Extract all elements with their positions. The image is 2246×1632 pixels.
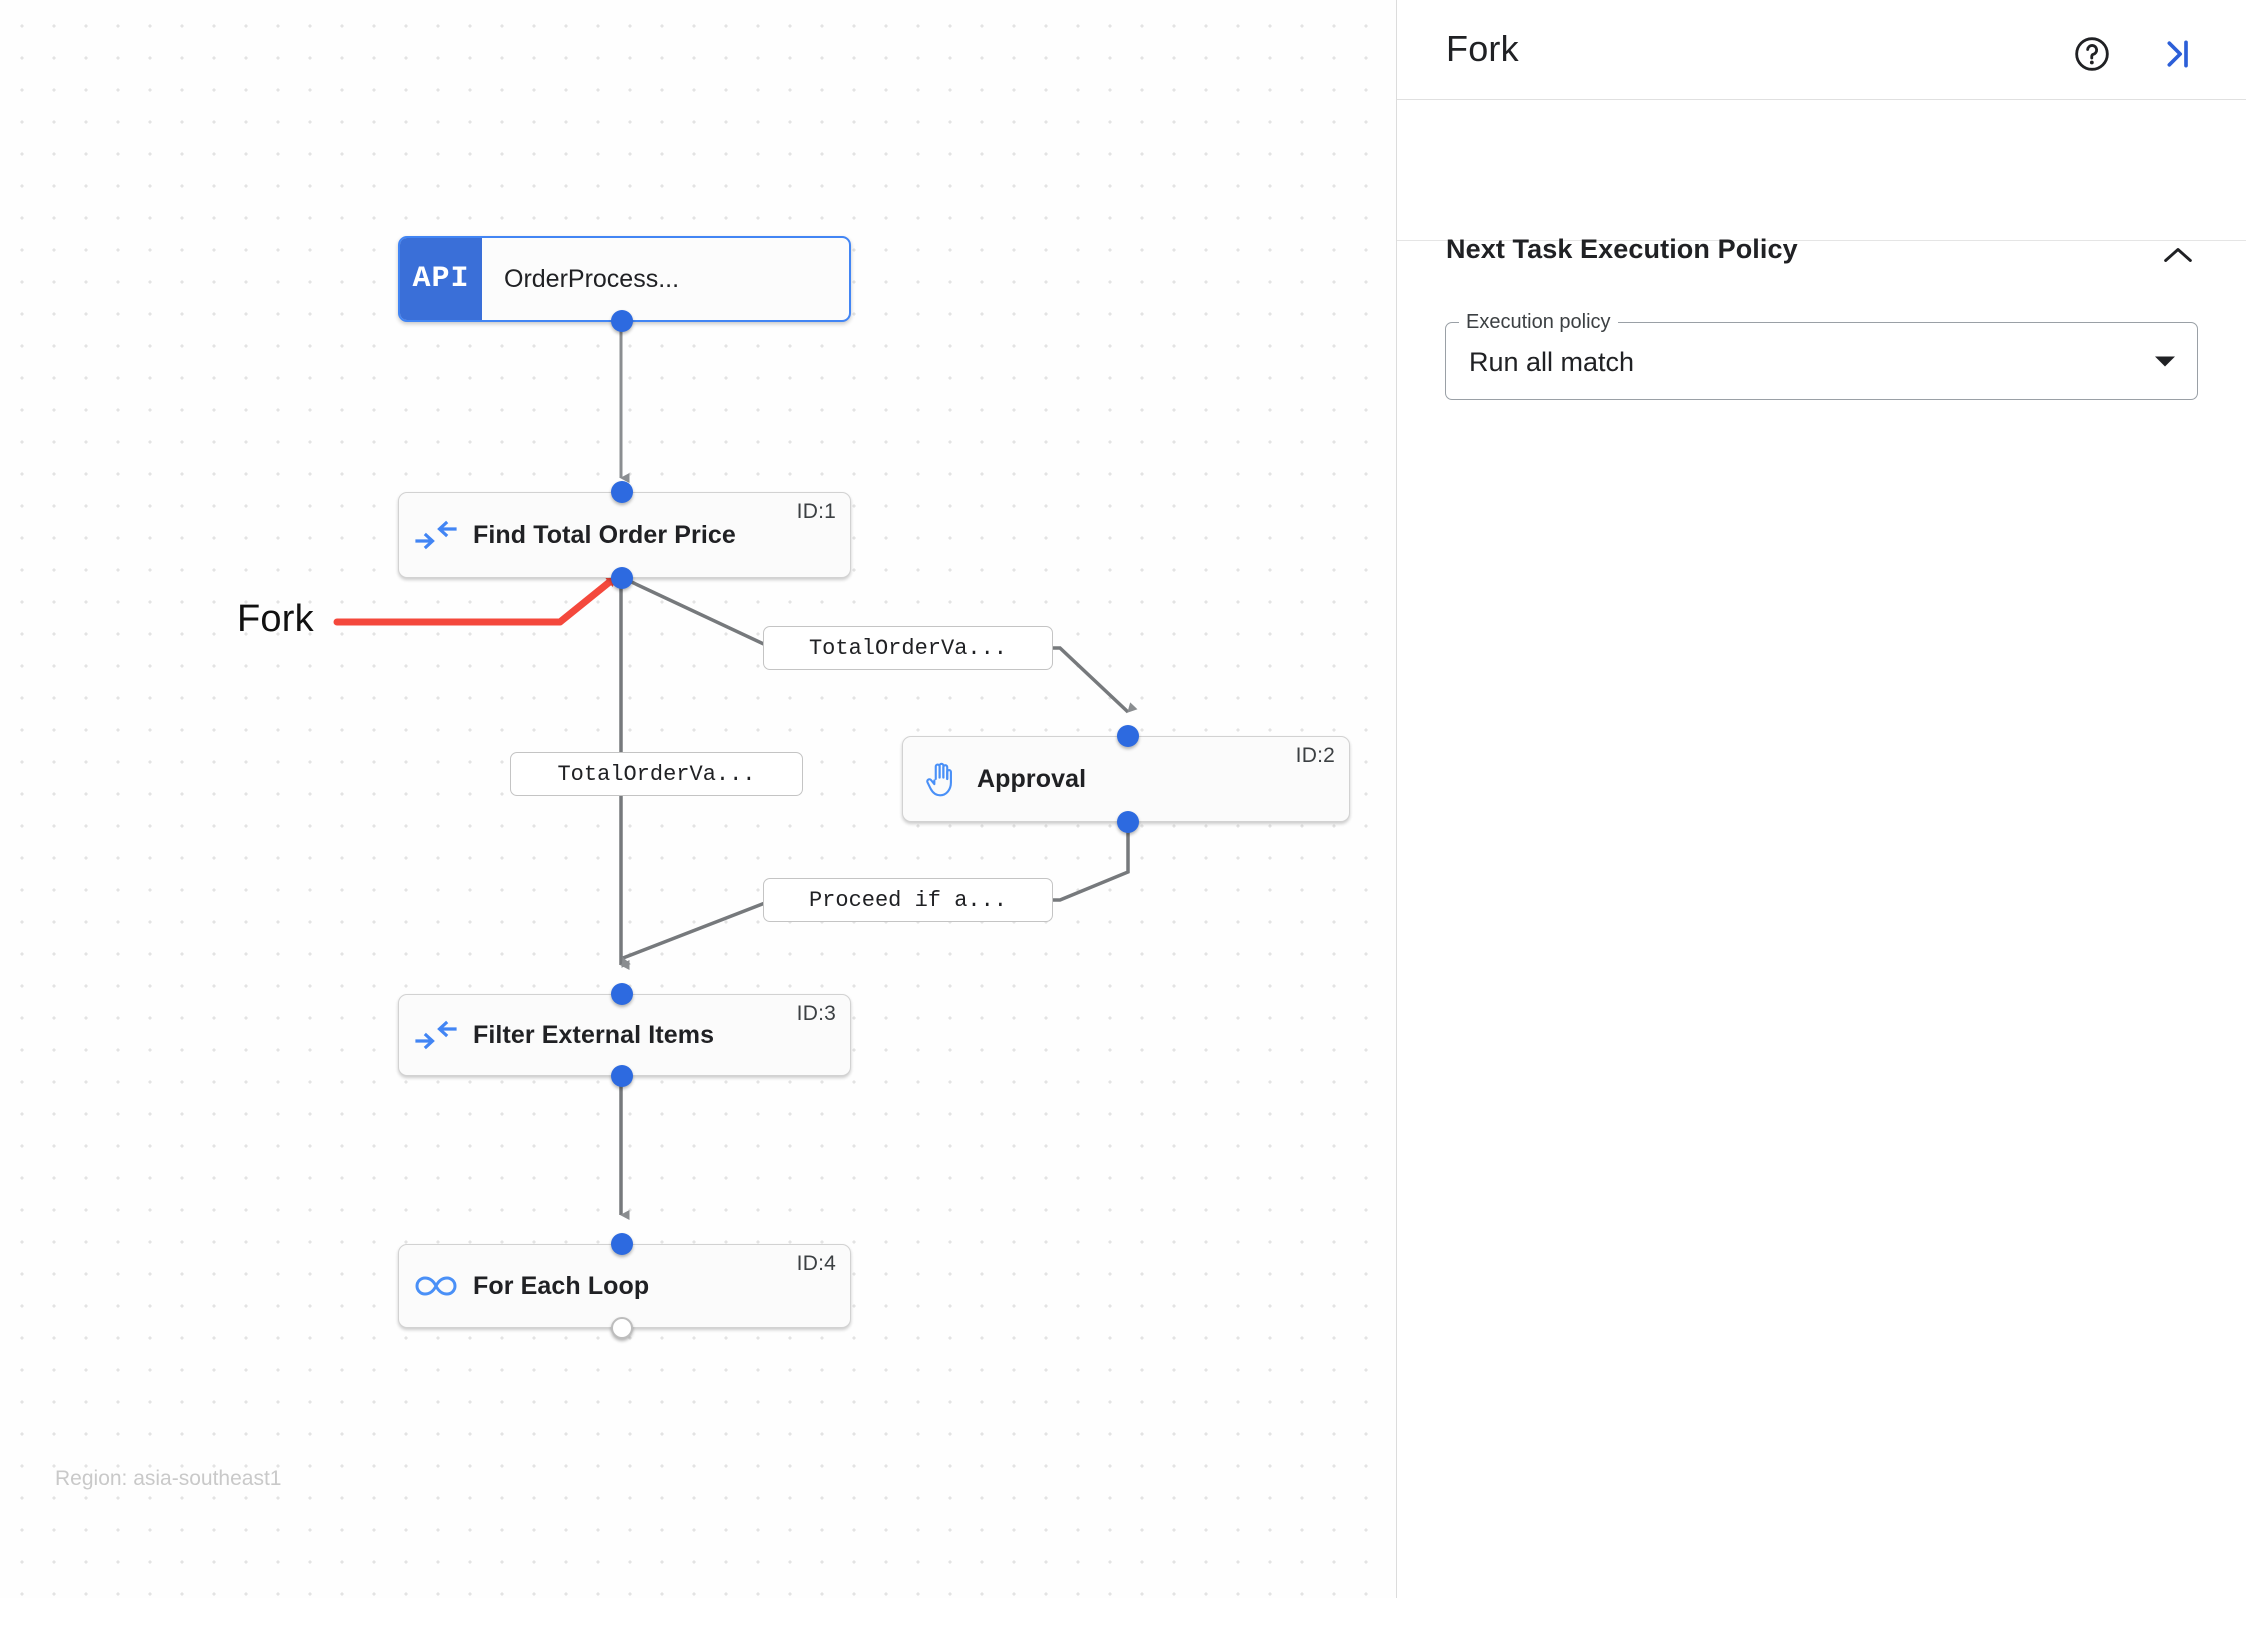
port-task4-output[interactable] xyxy=(611,1317,633,1339)
details-panel: Fork Next Task Execution Policy xyxy=(1397,0,2246,1632)
edge-label-proceed[interactable]: Proceed if a... xyxy=(763,878,1053,922)
canvas-panel-divider xyxy=(1396,0,1397,1598)
node-filter-external-items[interactable]: ID:3 Filter External Items xyxy=(398,994,851,1076)
execution-policy-value: Run all match xyxy=(1469,347,1635,377)
node-title: Approval xyxy=(977,764,1087,793)
port-task4-input[interactable] xyxy=(611,1233,633,1255)
port-task1-input[interactable] xyxy=(611,481,633,503)
workflow-canvas[interactable]: API OrderProcess... ID:1 Find Total Orde… xyxy=(0,0,1396,1598)
api-badge-icon: API xyxy=(400,238,482,320)
execution-policy-label-notch: Execution policy xyxy=(1459,312,1618,332)
panel-title: Fork xyxy=(1446,28,1519,69)
port-task3-input[interactable] xyxy=(611,983,633,1005)
next-task-execution-policy-section: Next Task Execution Policy Execution pol… xyxy=(1397,100,2246,400)
canvas-bottom-strip xyxy=(0,1598,1396,1632)
node-find-total-order-price[interactable]: ID:1 Find Total Order Price xyxy=(398,492,851,578)
execution-policy-select[interactable] xyxy=(1445,322,2198,400)
node-title: Filter External Items xyxy=(473,1020,715,1049)
edge-label-fork-right[interactable]: TotalOrderVa... xyxy=(763,626,1053,670)
port-task1-output-fork[interactable] xyxy=(611,567,633,589)
node-id-label: ID:4 xyxy=(796,1252,836,1275)
region-label: Region: asia-southeast1 xyxy=(55,1467,282,1490)
infinity-loop-icon xyxy=(399,1245,473,1327)
port-approval-input[interactable] xyxy=(1117,725,1139,747)
node-id-label: ID:3 xyxy=(796,1002,836,1025)
triangle-down-icon[interactable] xyxy=(2152,348,2178,374)
node-api-title: OrderProcess... xyxy=(504,264,680,293)
node-approval[interactable]: ID:2 Approval xyxy=(902,736,1350,822)
collapse-panel-icon[interactable] xyxy=(2154,32,2198,76)
port-approval-output[interactable] xyxy=(1117,811,1139,833)
panel-header: Fork xyxy=(1397,0,2246,100)
node-id-label: ID:1 xyxy=(796,500,836,523)
port-api-output[interactable] xyxy=(611,310,633,332)
node-title: For Each Loop xyxy=(473,1271,650,1300)
policy-section-title: Next Task Execution Policy xyxy=(1446,234,1798,264)
fork-annotation-label: Fork xyxy=(237,598,314,640)
chevron-up-icon[interactable] xyxy=(2158,240,2198,270)
node-api[interactable]: API OrderProcess... xyxy=(398,236,851,322)
node-title: Find Total Order Price xyxy=(473,520,736,549)
converging-arrows-icon xyxy=(399,493,473,577)
help-circle-icon[interactable] xyxy=(2070,32,2114,76)
edge-label-fork-down[interactable]: TotalOrderVa... xyxy=(510,752,803,796)
port-task3-output[interactable] xyxy=(611,1065,633,1087)
execution-policy-label: Execution policy xyxy=(1466,311,1611,333)
node-id-label: ID:2 xyxy=(1295,744,1335,767)
converging-arrows-icon xyxy=(399,995,473,1075)
hand-raised-icon xyxy=(903,737,977,821)
node-for-each-loop[interactable]: ID:4 For Each Loop xyxy=(398,1244,851,1328)
